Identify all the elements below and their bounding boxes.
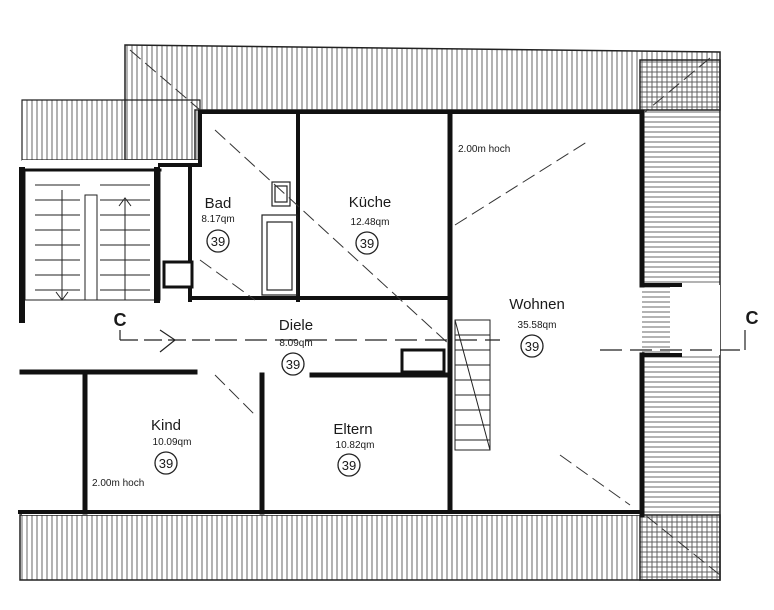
section-line (119, 329, 746, 353)
room-area: 10.82qm (336, 440, 375, 451)
attic-stair (454, 319, 491, 451)
room-area: 8.17qm (201, 214, 234, 225)
section-mark-right: C (746, 308, 759, 328)
room-bad: Bad 8.17qm 39 (201, 195, 235, 253)
room-number: 39 (286, 357, 300, 372)
room-name: Bad (205, 195, 232, 212)
room-name: Diele (279, 317, 313, 334)
room-number: 39 (525, 339, 539, 354)
room-area: 35.58qm (518, 320, 557, 331)
room-kind: Kind 10.09qm 39 (151, 417, 192, 475)
room-number: 39 (342, 458, 356, 473)
room-area: 8.09qm (279, 338, 312, 349)
room-kueche: Küche 12.48qm 39 (349, 194, 392, 255)
room-diele: Diele 8.09qm 39 (279, 317, 313, 376)
room-area: 10.09qm (153, 437, 192, 448)
height-note-bottom: 2.00m hoch (92, 478, 144, 489)
room-name: Eltern (333, 421, 372, 438)
slope-lines (129, 49, 721, 576)
bath-fixtures (261, 181, 298, 296)
roof-overhang (19, 44, 721, 581)
height-note-top: 2.00m hoch (458, 144, 510, 155)
walls (18, 109, 682, 518)
room-name: Wohnen (509, 296, 565, 313)
room-number: 39 (211, 234, 225, 249)
room-name: Kind (151, 417, 181, 434)
chimney (162, 260, 446, 374)
section-mark-left: C (114, 310, 127, 330)
room-name: Küche (349, 194, 392, 211)
room-wohnen: Wohnen 35.58qm 39 (509, 296, 565, 358)
room-number: 39 (360, 236, 374, 251)
room-eltern: Eltern 10.82qm 39 (333, 421, 375, 477)
room-number: 39 (159, 456, 173, 471)
room-area: 12.48qm (351, 217, 390, 228)
staircase (24, 169, 161, 301)
